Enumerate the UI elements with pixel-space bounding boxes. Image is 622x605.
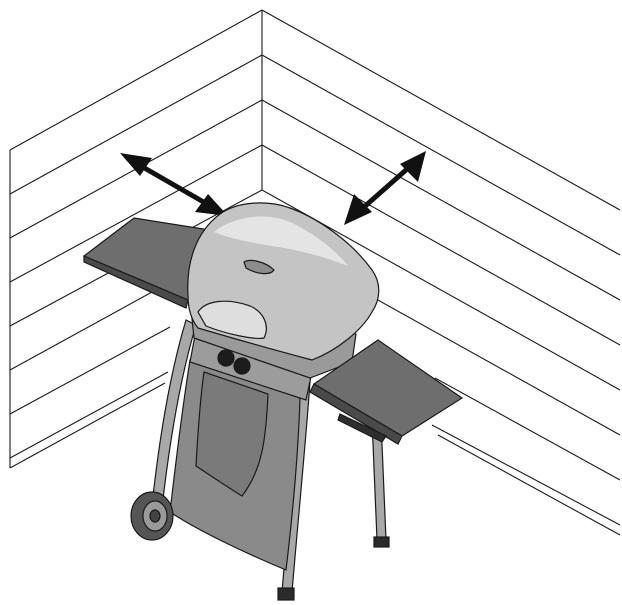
front-leg-foot [277, 587, 295, 601]
double-arrow-icon [344, 151, 426, 225]
control-knob [217, 349, 235, 367]
right-shelf-bracket [337, 413, 387, 443]
grill [82, 202, 464, 601]
rear-leg-foot [373, 536, 390, 548]
lid-handle [197, 300, 267, 339]
grill-wheel [130, 491, 174, 541]
clearance-arrows [120, 151, 426, 225]
corner-walls [9, 9, 621, 536]
cabinet-door [195, 371, 269, 497]
lid-vent [243, 259, 275, 275]
double-arrow-icon [120, 153, 228, 216]
lid-highlight [214, 216, 348, 266]
right-wall-siding [261, 9, 621, 536]
control-knob [233, 357, 251, 375]
